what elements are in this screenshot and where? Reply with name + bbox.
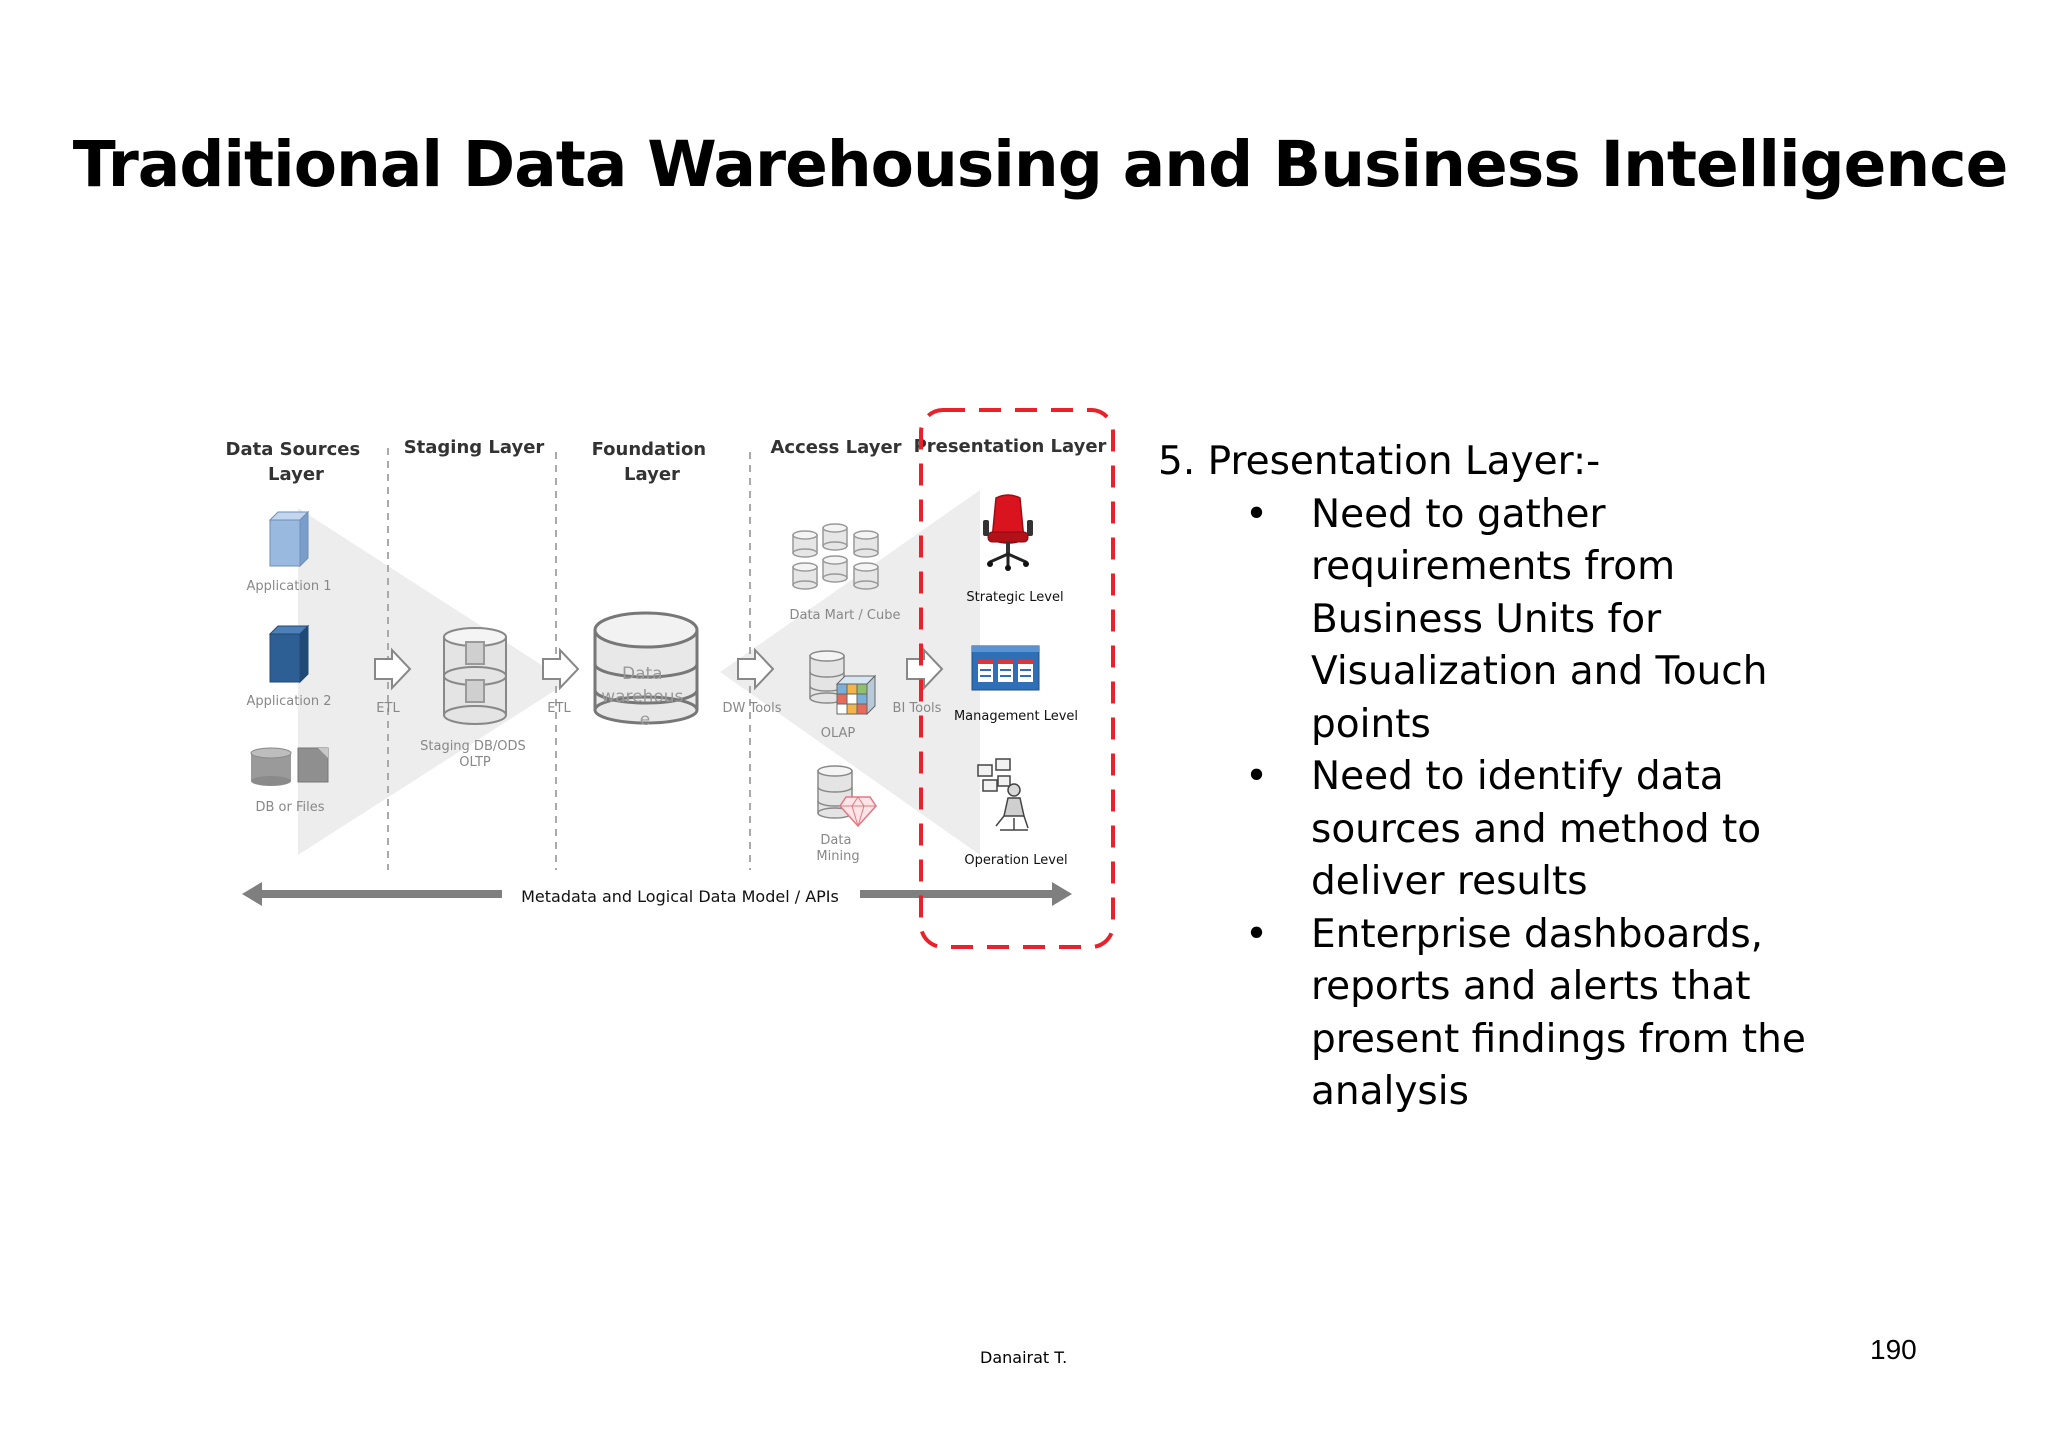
footer-author: Danairat T. bbox=[980, 1348, 1068, 1367]
db-files-icon bbox=[250, 747, 329, 786]
flow-funnel-2 bbox=[720, 490, 980, 855]
staging-layer-label: Staging Layer bbox=[404, 437, 545, 458]
bullet-dot: • bbox=[1245, 491, 1269, 537]
presentation-highlight-frame bbox=[919, 408, 1115, 949]
bullet-line: Need to gather bbox=[1311, 491, 1606, 537]
etl-1-arrow bbox=[374, 647, 412, 691]
bullet-line: reports and alerts that bbox=[1311, 964, 1751, 1009]
data-warehouse-icon bbox=[593, 611, 699, 725]
etl-2-arrow bbox=[542, 647, 580, 691]
data-mining-label-line2: Mining bbox=[816, 849, 859, 864]
strategic-level-label: Strategic Level bbox=[966, 590, 1063, 605]
page-number: 190 bbox=[1870, 1334, 1917, 1365]
data-warehouse-label-line2: warehous bbox=[601, 687, 683, 707]
bullet-line: points bbox=[1311, 701, 1431, 747]
application-2-label: Application 2 bbox=[246, 694, 331, 709]
svg-text:Data Mining: Data Mining bbox=[816, 833, 859, 864]
bullets-heading: 5. Presentation Layer:- bbox=[1158, 439, 1601, 484]
bullet-line: analysis bbox=[1311, 1069, 1469, 1114]
bullet-line: Visualization and Touch bbox=[1311, 649, 1768, 694]
office-chair-icon bbox=[983, 494, 1033, 571]
svg-text:Data Sources Layer: Data Sources Layer bbox=[226, 439, 367, 485]
bi-tools-label: BI Tools bbox=[893, 701, 942, 716]
dw-tools-arrow bbox=[737, 647, 775, 691]
staging-db-icon bbox=[443, 627, 507, 725]
access-layer-label: Access Layer bbox=[770, 437, 901, 458]
slide-title: Traditional Data Warehousing and Busines… bbox=[72, 128, 2009, 201]
bullet-item: • Need to gather requirements from Busin… bbox=[1158, 489, 1818, 752]
db-files-label: DB or Files bbox=[255, 800, 324, 815]
operation-level-label: Operation Level bbox=[964, 853, 1067, 868]
foundation-layer-label: Foundation bbox=[592, 439, 707, 460]
metadata-arrow-left bbox=[242, 882, 502, 906]
svg-text:Staging DB/ODS OLTP: Staging DB/ODS OLTP bbox=[420, 739, 530, 770]
etl-1-label: ETL bbox=[376, 701, 400, 716]
flow-funnel-1 bbox=[298, 508, 568, 855]
presentation-layer-label: Presentation Layer bbox=[914, 436, 1107, 457]
data-mart-label: Data Mart / Cube bbox=[789, 608, 900, 623]
bullet-line: sources and method to bbox=[1311, 806, 1762, 852]
bullet-line: requirements from bbox=[1311, 544, 1676, 589]
data-sources-layer-label: Data Sources bbox=[226, 439, 361, 460]
olap-label: OLAP bbox=[821, 726, 856, 741]
staging-db-label: Staging DB/ODS bbox=[420, 739, 526, 754]
bullet-line: Business Units for bbox=[1311, 596, 1662, 642]
bullet-line: present findings from the bbox=[1311, 1016, 1806, 1062]
application-1-icon bbox=[268, 510, 310, 568]
staging-db-label-line2: OLTP bbox=[459, 755, 491, 770]
application-1-label: Application 1 bbox=[246, 579, 331, 594]
dw-tools-label: DW Tools bbox=[722, 701, 781, 716]
data-sources-layer-label-line2: Layer bbox=[268, 464, 324, 485]
bullet-item: • Need to identify data sources and meth… bbox=[1158, 751, 1818, 909]
bullet-item: • Enterprise dashboards, reports and ale… bbox=[1158, 909, 1818, 1119]
bullet-line: Need to identify data bbox=[1311, 754, 1724, 799]
metadata-arrow-right bbox=[860, 882, 1072, 906]
bullet-list: 5. Presentation Layer:- • Need to gather… bbox=[1158, 436, 1818, 1119]
operator-icon bbox=[977, 758, 1029, 831]
data-mining-icon bbox=[817, 765, 878, 828]
data-mining-label: Data bbox=[820, 833, 851, 848]
metadata-label: Metadata and Logical Data Model / APIs bbox=[521, 887, 839, 906]
data-mart-icon bbox=[792, 523, 879, 590]
data-warehouse-label-line3: e bbox=[640, 710, 650, 730]
bullet-line: Enterprise dashboards, bbox=[1311, 911, 1764, 957]
foundation-layer-label-line2: Layer bbox=[624, 464, 680, 485]
svg-text:Data warehous e: Data warehous e bbox=[601, 664, 689, 730]
etl-2-label: ETL bbox=[547, 701, 571, 716]
svg-text:Foundation Layer: Foundation Layer bbox=[592, 439, 713, 485]
bi-tools-arrow bbox=[906, 647, 944, 691]
management-level-label: Management Level bbox=[954, 709, 1078, 724]
olap-icon bbox=[809, 650, 877, 716]
bullet-line: deliver results bbox=[1311, 859, 1588, 904]
bullet-dot: • bbox=[1245, 911, 1269, 957]
dashboard-icon bbox=[971, 645, 1040, 691]
bullet-dot: • bbox=[1245, 754, 1269, 799]
data-warehouse-label: Data bbox=[622, 664, 663, 684]
application-2-icon bbox=[268, 624, 310, 684]
